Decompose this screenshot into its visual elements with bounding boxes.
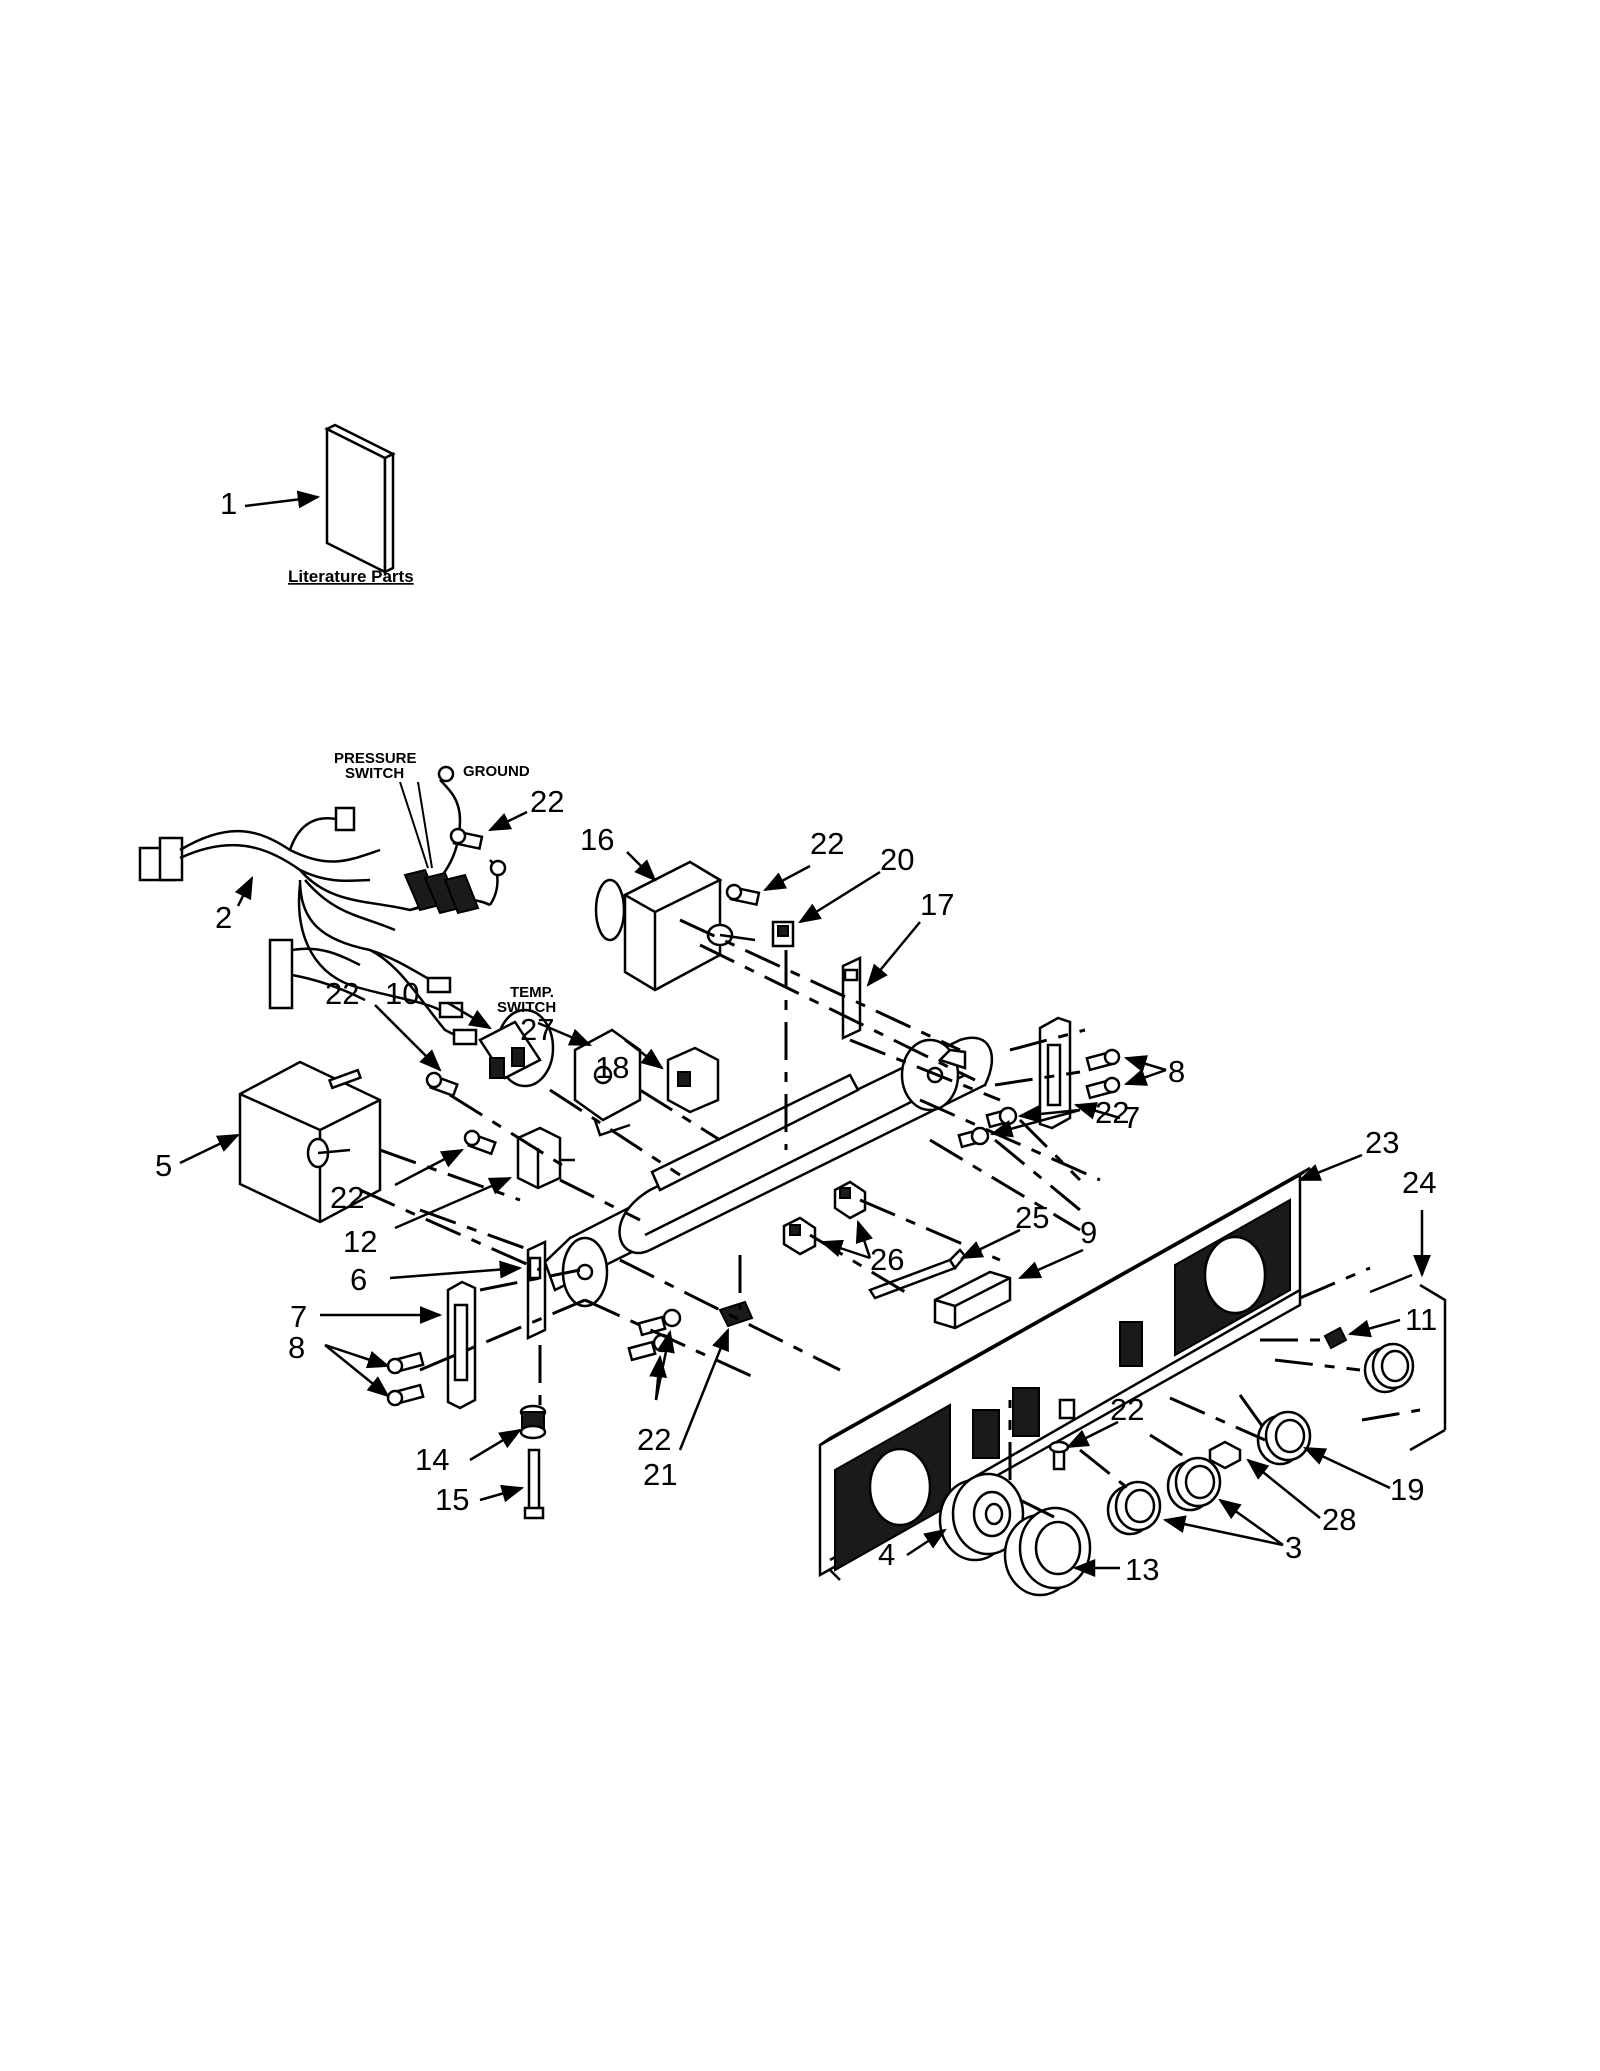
clip [771,920,795,948]
screw [1048,1440,1070,1471]
control-knob [1166,1456,1222,1512]
screw [637,1308,682,1337]
rotary-switch [516,1126,575,1190]
temp-switch [478,1008,555,1088]
screw [985,1106,1018,1129]
callout-22-e: 22 [330,1180,364,1215]
leveling-foot [519,1404,547,1440]
callout-26: 26 [870,1242,904,1277]
ground-label: GROUND [463,763,530,780]
temp-switch-label-1: TEMP. [510,984,554,1001]
callout-23: 23 [1365,1125,1399,1160]
screw [463,1129,497,1156]
callout-7-a: 7 [1123,1100,1140,1135]
screw [425,1071,459,1098]
push-button [1208,1440,1242,1470]
callout-24: 24 [1402,1165,1436,1200]
callout-11: 11 [1405,1302,1437,1337]
mounting-bracket [526,1240,547,1340]
temp-switch-block [573,1028,642,1137]
callout-28: 28 [1322,1502,1356,1537]
callout-20: 20 [880,842,914,877]
callout-18: 18 [595,1050,629,1085]
callout-22-f: 22 [637,1422,671,1457]
knob-clip [1323,1326,1348,1350]
callout-6: 6 [350,1262,367,1297]
callout-10: 10 [385,976,419,1011]
assembly-lines [359,918,1421,1522]
knob-bracket-group [1369,1273,1447,1452]
control-box [238,1060,382,1224]
screw [1085,1048,1121,1072]
screw [957,1126,990,1149]
rocker-switch [833,1180,867,1220]
screw [386,1383,425,1407]
console-panel [818,1166,1311,1581]
control-knob [1106,1480,1162,1536]
screw [449,827,484,851]
callout-27: 27 [520,1012,554,1047]
console-frame [543,1036,994,1308]
callout-7-b: 7 [290,1299,307,1334]
lens-block [933,1270,1012,1330]
bracket [841,956,862,1040]
callout-5: 5 [155,1148,172,1183]
callout-22-a: 22 [530,784,564,819]
callout-22-g: 22 [1110,1392,1144,1427]
rocker-switch [782,1216,817,1256]
screw [725,883,761,907]
timer-dial [938,1472,1025,1562]
pressure-switch-terminals [403,868,480,915]
knob [1363,1342,1415,1394]
callout-21: 21 [643,1457,677,1492]
temp-switch-label-2: SWITCH [497,999,556,1016]
callout-12: 12 [343,1224,377,1259]
callout-22-d: 22 [325,976,359,1011]
callout-3: 3 [1285,1530,1302,1565]
wire-harness [138,765,507,1046]
callout-1: 1 [220,486,237,521]
literature-booklet [324,423,396,575]
callout-9: 9 [1080,1215,1097,1250]
callout-25: 25 [1015,1200,1049,1235]
callout-19: 19 [1390,1472,1424,1507]
pressure-switch-label-1: PRESSURE [334,750,417,767]
wire-clip [718,1300,754,1328]
selector-knob [1256,1410,1312,1466]
callout-17: 17 [920,887,954,922]
callout-8-b: 8 [288,1330,305,1365]
screw [386,1351,425,1375]
callout-8-a: 8 [1168,1054,1185,1089]
screw [1085,1076,1121,1100]
timer-knob [1003,1506,1092,1597]
callout-22-b: 22 [810,826,844,861]
pressure-switch-label-2: SWITCH [345,765,404,782]
callout-22-c: 22 [1095,1095,1129,1130]
callout-13: 13 [1125,1552,1159,1587]
timer [594,860,756,992]
literature-parts-label: Literature Parts [288,567,414,586]
callout-14: 14 [415,1442,449,1477]
callout-16: 16 [580,822,614,857]
callout-4: 4 [878,1537,895,1572]
end-bracket [446,1280,477,1410]
selector-switch [666,1046,720,1114]
callout-2: 2 [215,900,232,935]
leveling-screw [523,1448,545,1520]
callout-15: 15 [435,1482,469,1517]
